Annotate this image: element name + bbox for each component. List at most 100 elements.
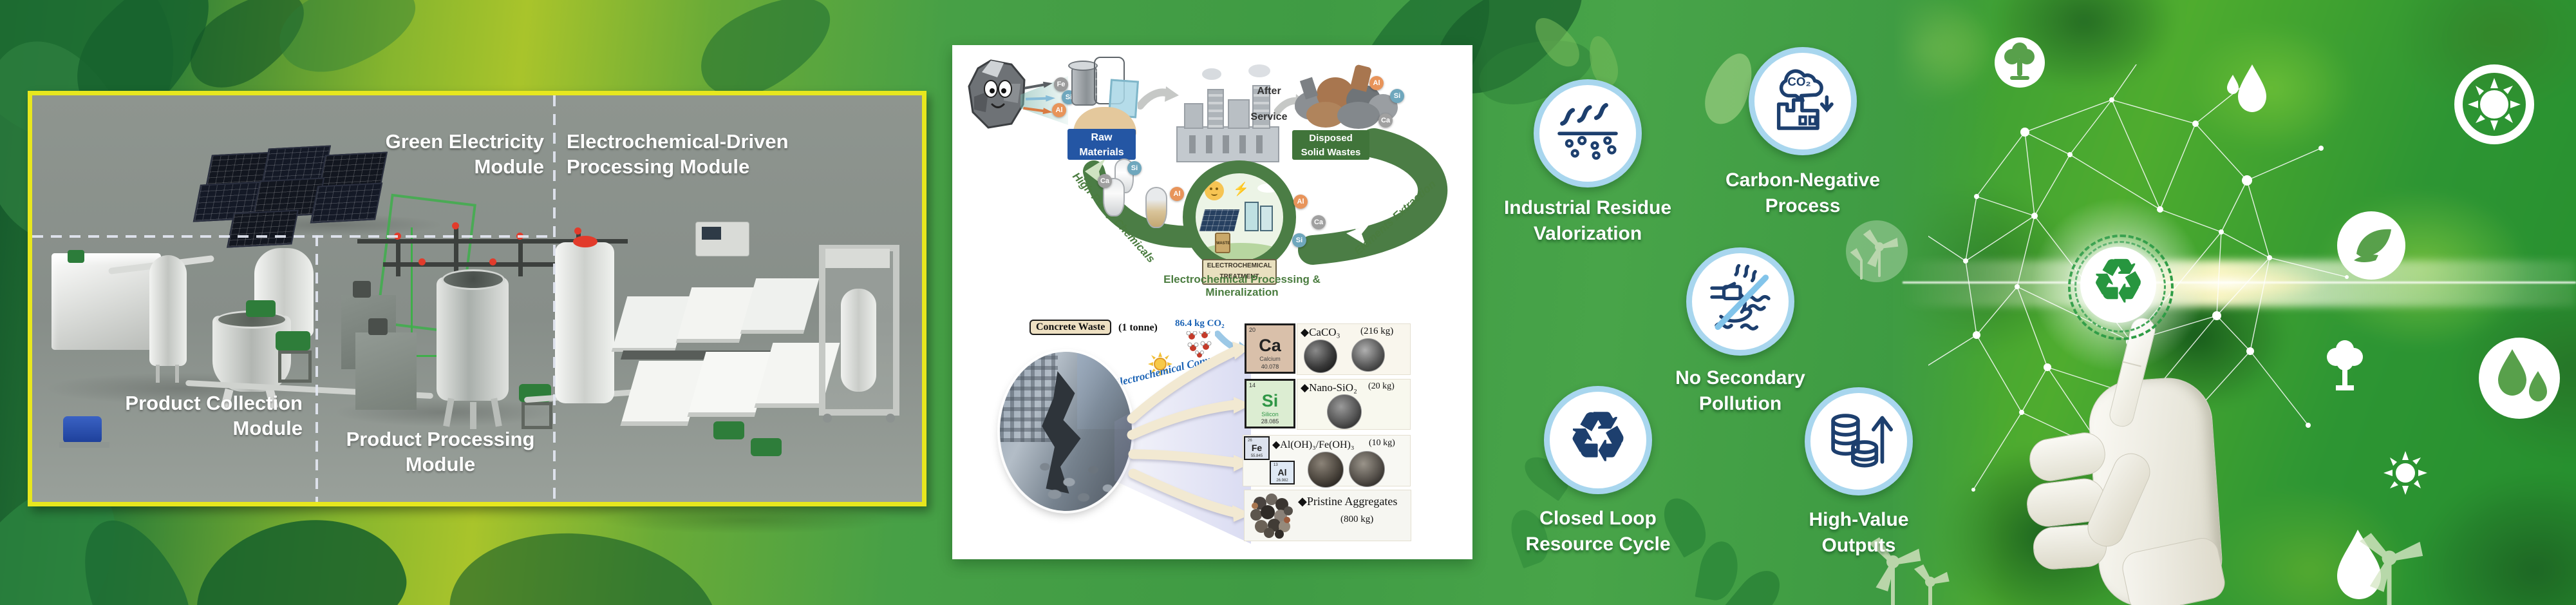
red-cap xyxy=(573,236,597,247)
reactor-leg xyxy=(470,402,476,429)
aggregates-photo xyxy=(1250,494,1293,539)
raw-materials-illustration xyxy=(1068,57,1145,137)
module-divider-vertical xyxy=(553,95,556,502)
element-badge-si: Si xyxy=(1292,233,1306,247)
feature-circle-outputs xyxy=(1805,387,1913,495)
product-title: ◆Nano-SiO₂ xyxy=(1301,381,1357,394)
electrolyzer-box xyxy=(611,296,691,352)
drops-disc-icon xyxy=(2479,338,2560,419)
waste-barrel: WASTE xyxy=(1215,233,1230,253)
sun-icon xyxy=(2383,451,2427,495)
conversion-arrows xyxy=(1127,341,1252,522)
rack-cylinder xyxy=(841,289,876,392)
product-title: ◆Al(OH)₃/Fe(OH)₃ xyxy=(1272,439,1355,450)
tank-valve xyxy=(68,250,84,263)
co2-factory-icon: CO₂ xyxy=(1776,69,1834,130)
rack-wheel xyxy=(823,414,832,423)
feature-circle-residue xyxy=(1534,79,1642,187)
vessel-leg xyxy=(156,365,160,383)
feature-label-carbon: Carbon-Negative Process xyxy=(1725,169,1881,216)
reactor-mouth xyxy=(442,269,505,290)
feature-label-outputs: High-Value Outputs xyxy=(1809,509,1909,556)
rack-wheel xyxy=(886,414,895,423)
facility-panel: Green Electricity Module Electrochemical… xyxy=(28,91,926,533)
product-row-caco3: 20 Ca Calcium 40.078 ◆CaCO₃ (216 kg) xyxy=(1245,323,1411,375)
element-badge-al: Al xyxy=(1052,103,1066,117)
product-amount: (216 kg) xyxy=(1360,326,1394,336)
emblem-inner-ring xyxy=(2074,241,2166,332)
rock-character xyxy=(968,59,1026,129)
green-pump xyxy=(751,438,782,456)
module-divider-vertical xyxy=(315,235,318,502)
waste-pile-illustration xyxy=(1291,64,1402,130)
network-mesh xyxy=(1928,64,2349,526)
dosing-tank xyxy=(555,242,614,403)
svg-text:CO₂: CO₂ xyxy=(1787,75,1810,88)
mixer-unit xyxy=(355,332,417,410)
red-valve xyxy=(418,258,426,265)
feature-circle-pollution xyxy=(1686,247,1794,356)
chemical-vial xyxy=(1145,187,1167,228)
bolt-icon: ⚡ xyxy=(1233,182,1249,197)
rack-top-box xyxy=(825,249,890,268)
pump-stand xyxy=(522,402,552,429)
element-tile-fe: 26 Fe 55.845 xyxy=(1244,436,1270,460)
treatment-label: ELECTROCHEMICAL TREATMENT xyxy=(1202,259,1277,285)
residue-waves-icon xyxy=(1557,102,1618,160)
disposed-wastes-label: Disposed Solid Wastes xyxy=(1292,130,1369,160)
water-molecules xyxy=(1186,331,1212,358)
water-drop-icon xyxy=(2337,530,2381,599)
green-pump xyxy=(713,421,744,439)
pressure-vessel xyxy=(149,255,187,366)
blue-pump xyxy=(63,416,102,443)
element-badge-si: Si xyxy=(1390,89,1404,103)
wind-turbine-icon xyxy=(2359,533,2423,605)
feature-label-loop: Closed Loop Resource Cycle xyxy=(1525,508,1671,555)
tree-icon xyxy=(2327,340,2363,390)
electrolyzer-box xyxy=(675,287,755,343)
module-label-processing: Product Processing Module xyxy=(346,428,535,475)
module-label-electrochemical: Electrochemical-Driven Processing Module xyxy=(567,130,789,178)
sem-image xyxy=(1308,452,1344,488)
element-badge-ca: Ca xyxy=(1312,215,1326,229)
sem-image xyxy=(1304,340,1337,373)
product-row-nanosio2: 14 Si Silicon 28.085 ◆Nano-SiO₂ (20 kg) xyxy=(1245,379,1411,430)
cycle-caption: Electrochemical Processing & Mineralizat… xyxy=(1163,273,1321,298)
product-amount: (20 kg) xyxy=(1368,381,1395,391)
red-valve xyxy=(574,227,581,235)
red-valve xyxy=(489,258,496,265)
product-row-hydroxides: 26 Fe 55.845 13 Al 26.982 ◆Al(OH)₃/Fe(OH… xyxy=(1243,435,1411,488)
mixer-motor xyxy=(353,281,371,298)
sun-badge-icon xyxy=(1148,352,1172,376)
wind-turbine-icon xyxy=(1869,537,1950,605)
feedstock-amount: (1 tonne) xyxy=(1118,322,1158,333)
module-label-green-electricity: Green Electricity Module xyxy=(385,130,544,178)
element-badge-ca: Ca xyxy=(1098,174,1112,188)
pump-base xyxy=(59,442,109,448)
element-badge-al: Al xyxy=(1170,187,1184,201)
wind-turbine-badge xyxy=(1846,220,1908,282)
element-tile-al: 13 Al 26.982 xyxy=(1270,461,1295,485)
feedstock-label-box: Concrete Waste xyxy=(1029,320,1112,335)
solar-panel-array xyxy=(193,145,475,248)
feature-label-pollution: No Secondary Pollution xyxy=(1675,367,1805,414)
control-screen xyxy=(702,227,721,240)
element-badge-ca: Ca xyxy=(1378,113,1393,128)
green-cable xyxy=(411,355,452,357)
factory-illustration xyxy=(1176,63,1281,169)
cycle-arcs xyxy=(1083,128,1448,265)
no-discharge-icon xyxy=(1710,264,1771,331)
element-tile-si: 14 Si Silicon 28.085 xyxy=(1245,379,1295,428)
product-title: ◆Pristine Aggregates xyxy=(1298,495,1398,508)
green-cable xyxy=(411,227,413,356)
element-badge-al: Al xyxy=(1369,76,1384,90)
product-title: ◆CaCO₃ xyxy=(1301,326,1340,338)
feature-circle-carbon: CO₂ xyxy=(1749,47,1857,155)
after-service-label: After Service xyxy=(1250,86,1288,122)
red-valve xyxy=(452,222,459,229)
feature-label-residue: Industrial Residue Valorization xyxy=(1503,197,1672,244)
coins-up-icon xyxy=(1831,414,1894,468)
sem-image xyxy=(1349,451,1385,487)
emblem-outer-ring xyxy=(2068,235,2174,340)
